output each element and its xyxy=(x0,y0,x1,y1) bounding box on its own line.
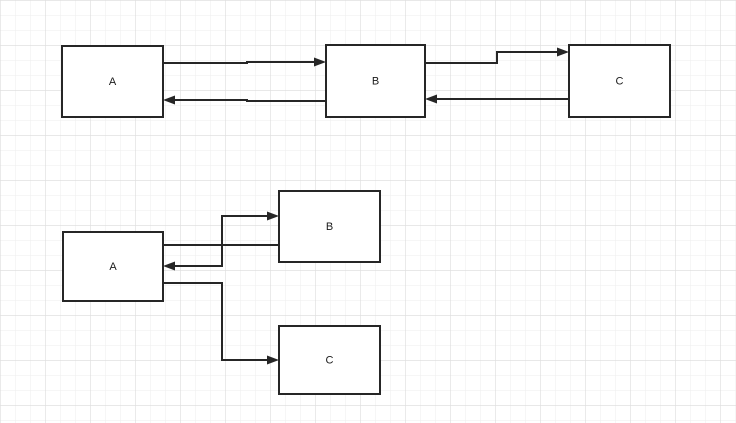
edge-a-to-b[interactable] xyxy=(163,211,279,246)
arrowhead-icon xyxy=(557,47,569,57)
node-label: B xyxy=(326,221,333,233)
edge-line xyxy=(425,51,557,64)
node-b[interactable]: B xyxy=(278,190,381,263)
edge-b-to-c[interactable] xyxy=(425,47,569,64)
node-label: A xyxy=(109,76,117,88)
node-box[interactable] xyxy=(61,45,164,118)
arrowhead-icon xyxy=(267,355,279,365)
edge-b-to-a[interactable] xyxy=(163,244,279,271)
node-label: A xyxy=(109,261,117,273)
node-c[interactable]: C xyxy=(278,325,381,395)
edge-a-to-c[interactable] xyxy=(163,282,279,365)
edge-a-to-b[interactable] xyxy=(163,57,326,67)
arrowhead-icon xyxy=(163,95,175,105)
edge-line xyxy=(175,99,326,102)
node-box[interactable] xyxy=(62,231,164,302)
node-box[interactable] xyxy=(325,44,426,118)
node-b[interactable]: B xyxy=(325,44,426,118)
edge-b-to-a[interactable] xyxy=(163,95,326,105)
edge-c-to-b[interactable] xyxy=(425,94,569,104)
node-label: C xyxy=(326,354,334,366)
edge-line xyxy=(163,282,267,361)
arrowhead-icon xyxy=(267,211,279,221)
node-label: B xyxy=(372,75,379,87)
node-box[interactable] xyxy=(278,190,381,263)
node-a[interactable]: A xyxy=(62,231,164,302)
edges-group xyxy=(163,47,569,365)
nodes-group: A B C A B C xyxy=(61,44,671,395)
arrowhead-icon xyxy=(163,261,175,271)
node-box[interactable] xyxy=(568,44,671,118)
arrowhead-icon xyxy=(314,57,326,67)
arrowhead-icon xyxy=(425,94,437,104)
node-box[interactable] xyxy=(278,325,381,395)
node-label: C xyxy=(616,75,624,87)
node-c[interactable]: C xyxy=(568,44,671,118)
edge-line xyxy=(163,61,314,64)
node-a[interactable]: A xyxy=(61,45,164,118)
edge-line xyxy=(175,244,279,267)
edge-line xyxy=(163,215,267,246)
